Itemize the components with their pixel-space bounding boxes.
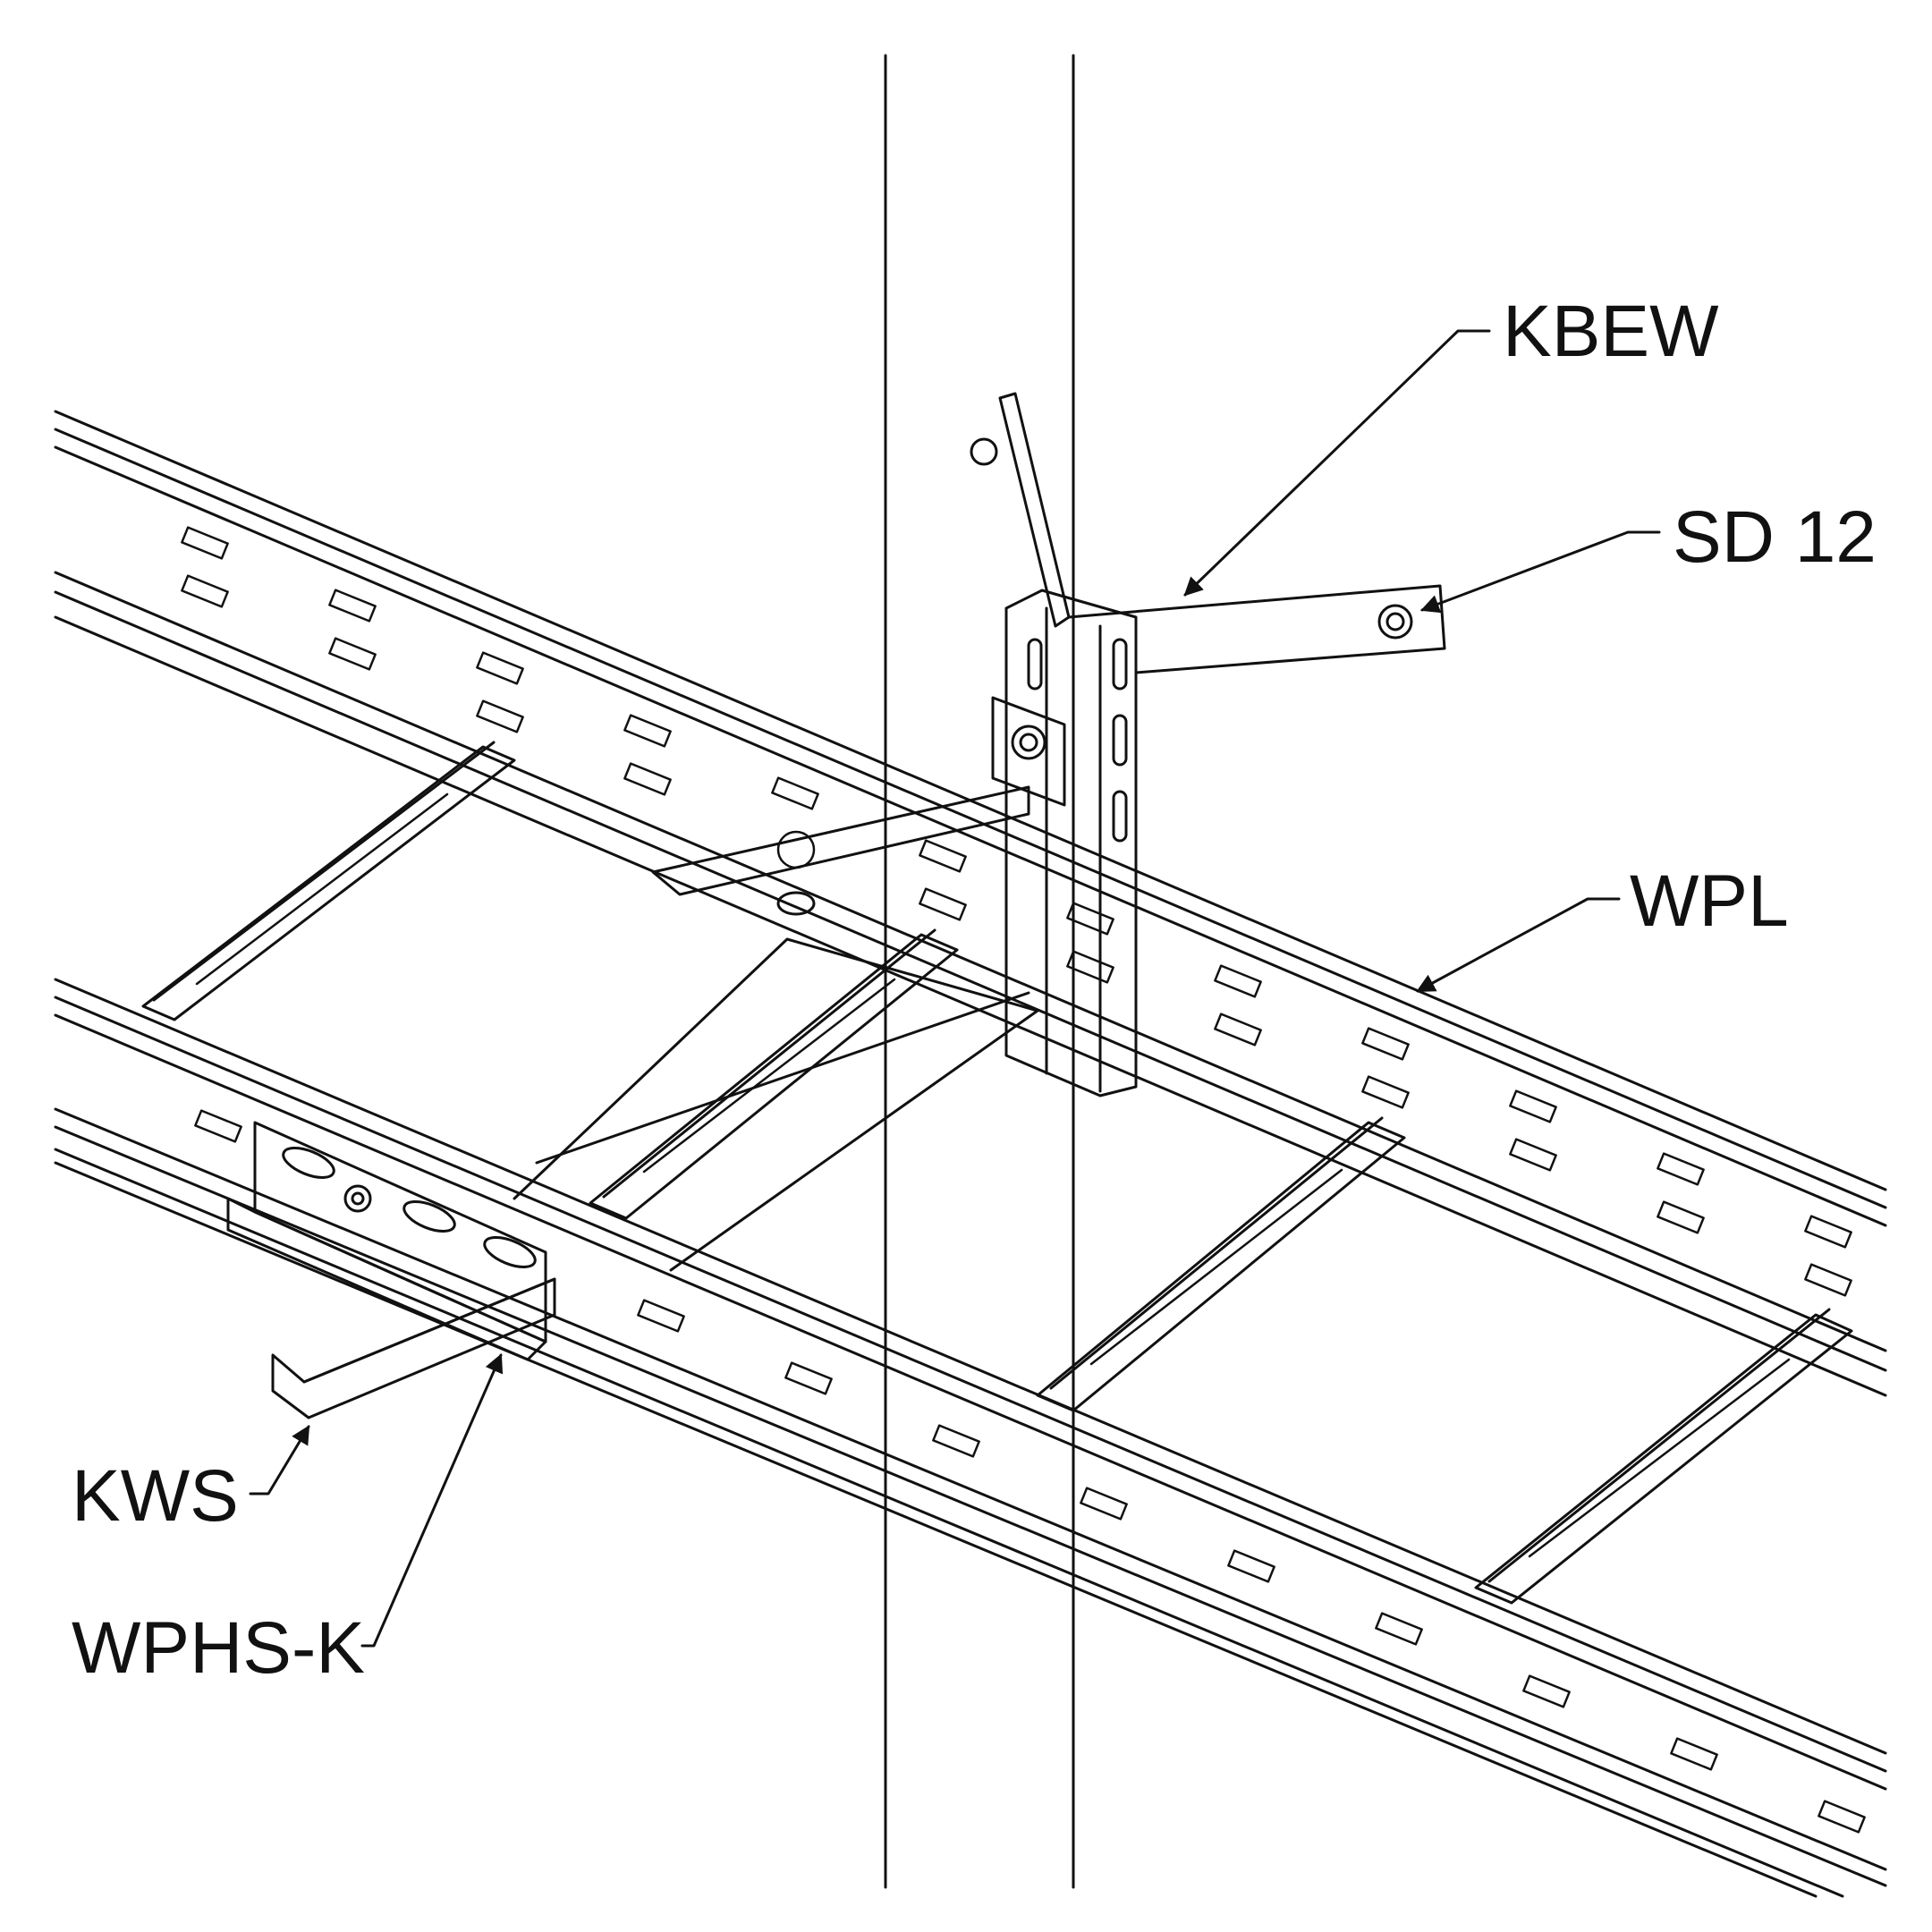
label-sd-12: SD 12 (1673, 496, 1877, 578)
wpl-leader (1416, 897, 1621, 993)
label-kbew: KBEW (1503, 291, 1719, 372)
label-wphs-k: WPHS-K (72, 1607, 365, 1689)
kbew-leader (1183, 329, 1491, 597)
sd12-leader (1420, 530, 1661, 614)
kws-leader (249, 1425, 310, 1496)
support-arm (513, 785, 1039, 1272)
label-kws: KWS (72, 1455, 239, 1537)
bolts (970, 437, 1413, 760)
leader-lines (249, 329, 1661, 1648)
kbew-bracket (991, 392, 1446, 1097)
wphs-k-leader (360, 1353, 504, 1648)
kws-bracket (271, 1277, 556, 1419)
back-rail-slots (181, 526, 1852, 1297)
front-rail-slots (194, 1109, 1866, 1834)
label-wpl: WPL (1630, 860, 1789, 942)
rung-slots (195, 792, 1791, 1558)
ladder-rungs (141, 741, 1853, 1605)
ladder-side-rail-back (54, 410, 1887, 1397)
ladder-side-rail-front (54, 978, 1887, 1898)
wphs-k-splice-plate (226, 1121, 547, 1361)
